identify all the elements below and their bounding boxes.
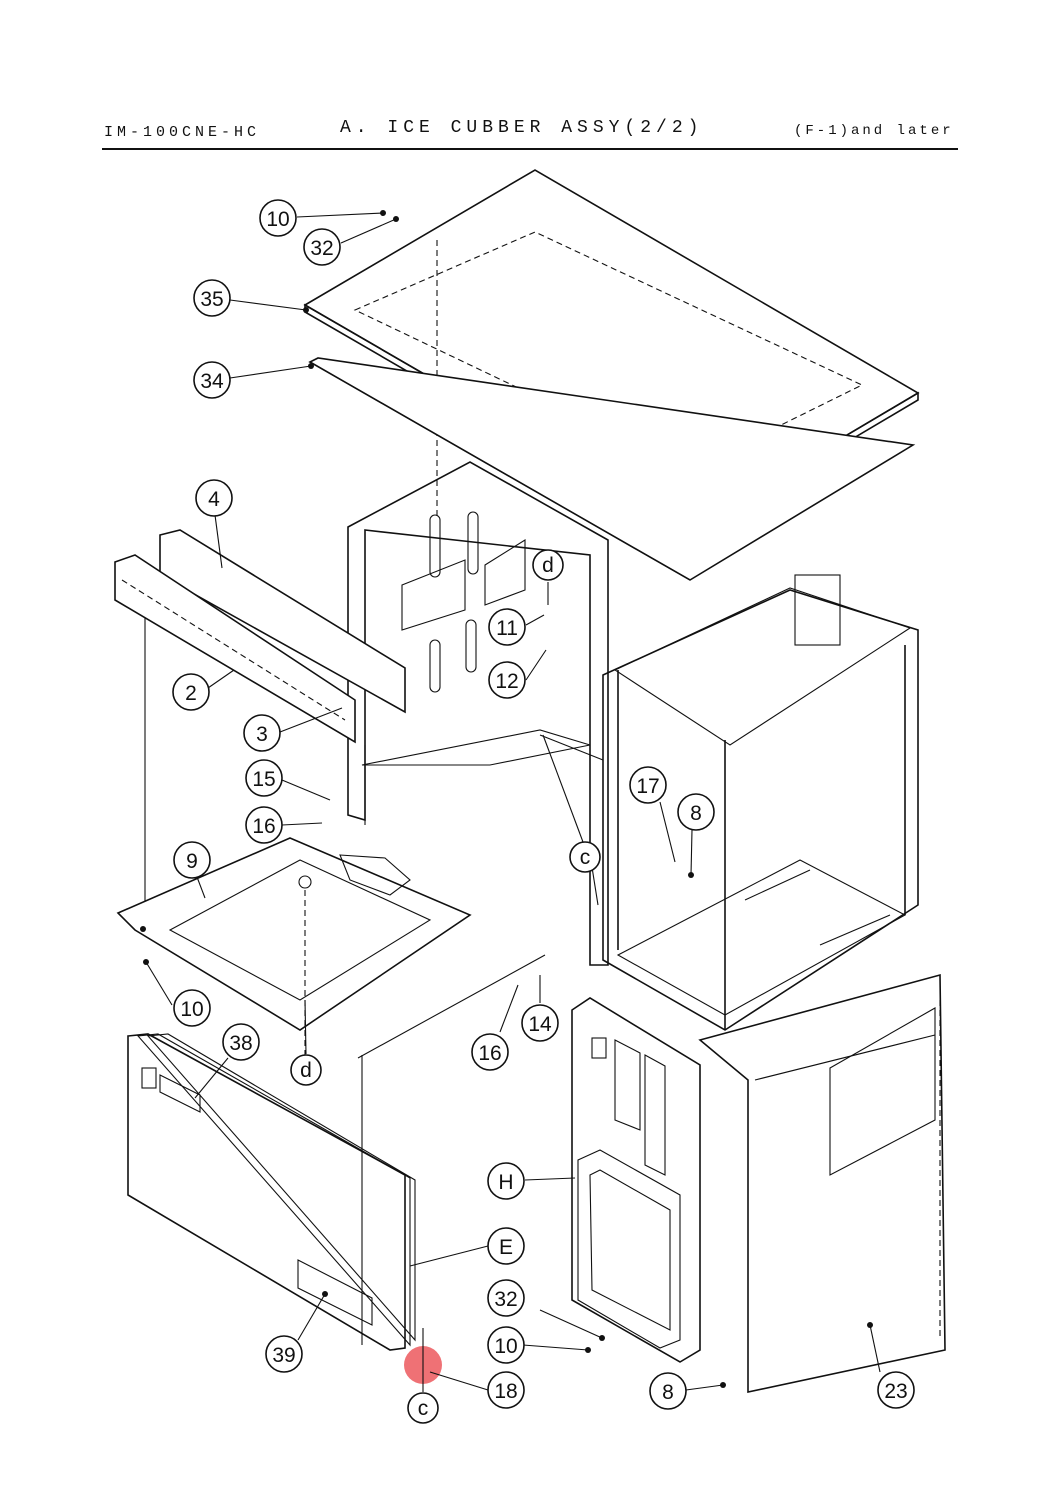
callout-10-lower: 10	[487, 1326, 525, 1364]
svg-text:32: 32	[494, 1288, 517, 1311]
svg-text:H: H	[498, 1171, 513, 1194]
hinge-highlight	[404, 1328, 442, 1384]
side-panel	[698, 973, 946, 1393]
gasket	[308, 357, 916, 581]
callout-10: 10	[259, 199, 297, 237]
svg-text:11: 11	[496, 617, 518, 640]
callout-17: 17	[629, 766, 667, 804]
svg-text:E: E	[499, 1236, 513, 1259]
header-rule	[102, 148, 958, 150]
svg-text:38: 38	[229, 1032, 252, 1055]
svg-text:15: 15	[252, 768, 275, 791]
svg-text:12: 12	[495, 670, 518, 693]
svg-text:c: c	[580, 846, 591, 869]
svg-text:18: 18	[494, 1380, 517, 1403]
svg-text:8: 8	[662, 1381, 674, 1404]
front-trims	[114, 529, 406, 935]
svg-text:2: 2	[185, 682, 197, 705]
callout-12: 12	[488, 661, 526, 699]
callout-3: 3	[243, 714, 281, 752]
svg-text:10: 10	[266, 208, 289, 231]
callout-2: 2	[172, 673, 210, 711]
callout-c-bottom: c	[407, 1392, 439, 1424]
svg-text:16: 16	[252, 815, 275, 838]
svg-text:3: 3	[256, 723, 268, 746]
callout-H: H	[487, 1162, 525, 1200]
model-number: IM-100CNE-HC	[104, 124, 261, 141]
drain-pan	[116, 837, 472, 1060]
svg-text:23: 23	[884, 1380, 907, 1403]
svg-text:35: 35	[200, 288, 223, 311]
machine-frame	[539, 574, 919, 1031]
rear-frame	[347, 461, 609, 966]
svg-text:4: 4	[208, 488, 220, 511]
svg-text:32: 32	[310, 237, 333, 260]
callout-34: 34	[193, 361, 231, 399]
callout-16: 16	[245, 806, 283, 844]
callout-23: 23	[877, 1371, 915, 1409]
callout-8-lower: 8	[649, 1372, 687, 1410]
front-louver	[571, 997, 701, 1363]
svg-text:9: 9	[186, 850, 198, 873]
svg-text:10: 10	[494, 1335, 517, 1358]
svg-text:8: 8	[690, 802, 702, 825]
callout-d-top: d	[532, 549, 564, 581]
page-title: A. ICE CUBBER ASSY(2/2)	[340, 118, 704, 138]
callout-d-bottom: d	[290, 1054, 322, 1086]
revision-note: (F-1)and later	[794, 123, 954, 139]
leader-lines	[145, 212, 881, 1392]
callout-14: 14	[521, 1004, 559, 1042]
callout-16-lower: 16	[471, 1033, 509, 1071]
svg-text:17: 17	[636, 775, 659, 798]
callout-35: 35	[193, 279, 231, 317]
callout-9: 9	[173, 841, 211, 879]
svg-text:16: 16	[478, 1042, 501, 1065]
callout-10-pan: 10	[173, 989, 211, 1027]
svg-text:14: 14	[528, 1013, 552, 1036]
callout-15: 15	[245, 759, 283, 797]
callout-32: 32	[303, 228, 341, 266]
callout-c-top: c	[569, 841, 601, 873]
callout-11: 11	[488, 608, 526, 646]
svg-text:10: 10	[180, 998, 203, 1021]
callout-8-frame: 8	[677, 793, 715, 831]
callout-4: 4	[195, 479, 233, 517]
callout-38: 38	[222, 1023, 260, 1061]
svg-text:39: 39	[272, 1344, 295, 1367]
callout-E: E	[487, 1227, 525, 1265]
door	[127, 1033, 416, 1351]
svg-text:c: c	[418, 1397, 429, 1420]
svg-text:d: d	[542, 554, 554, 577]
callout-18: 18	[487, 1371, 525, 1409]
svg-text:34: 34	[200, 370, 224, 393]
callout-32-lower: 32	[487, 1279, 525, 1317]
svg-text:d: d	[300, 1059, 312, 1082]
callout-39: 39	[265, 1335, 303, 1373]
